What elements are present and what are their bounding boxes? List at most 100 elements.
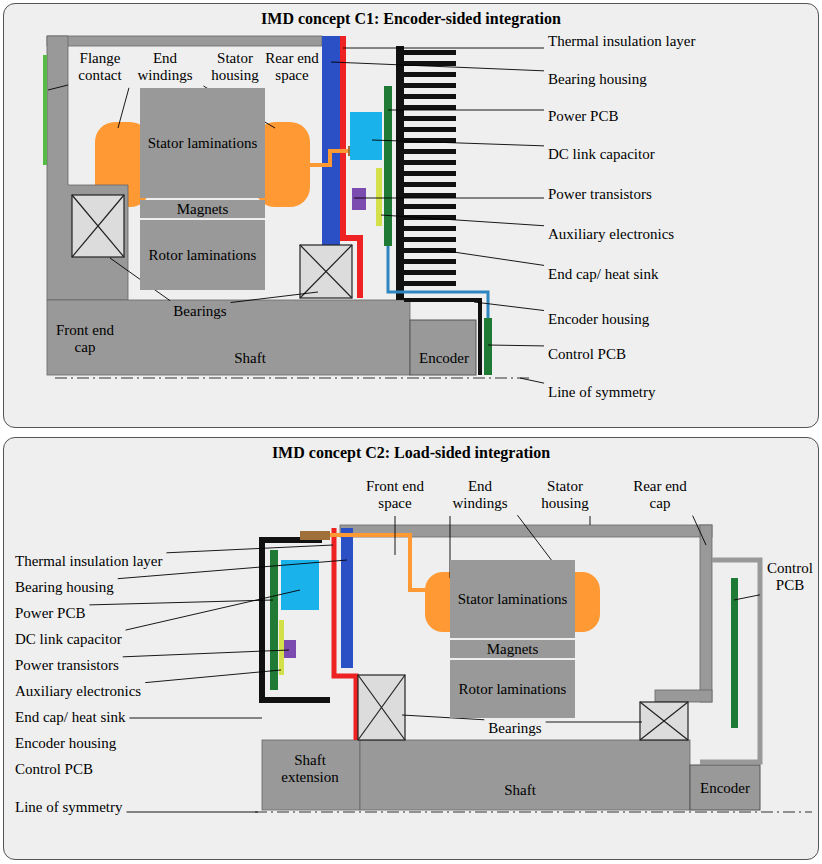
part-label: Control PCB <box>764 560 816 594</box>
part-box: Rotor laminations <box>450 660 575 718</box>
leader-line <box>145 670 281 683</box>
front-end-cap <box>47 36 128 300</box>
leader-line <box>372 140 544 146</box>
heat-sink-fin <box>404 83 456 88</box>
leader-line <box>395 516 396 555</box>
part-label: End windings <box>445 478 515 512</box>
heat-sink-fin <box>404 94 456 99</box>
part-name: Rotor laminations <box>459 681 567 698</box>
leader-line <box>546 722 642 723</box>
part-name: Stator laminations <box>148 135 258 152</box>
panel-ground <box>3 437 819 860</box>
leader-line <box>520 378 544 383</box>
bearing-symbol <box>640 702 688 740</box>
auxiliary-electronics <box>279 620 284 675</box>
leader-line <box>129 718 262 719</box>
bearing-housing <box>341 528 353 668</box>
encoder <box>690 765 760 810</box>
leader-line <box>693 516 706 545</box>
heat-sink-fin <box>404 160 456 165</box>
leader-line <box>734 595 760 600</box>
dc-link-capacitor <box>281 560 319 610</box>
bearings <box>72 195 688 740</box>
heat-sink-fin <box>404 248 456 253</box>
symmetry-line <box>255 811 812 812</box>
control-pcb <box>484 318 492 375</box>
leader-line <box>166 545 333 553</box>
heat-sink-fin <box>404 72 456 77</box>
heat-sink-fins <box>404 50 456 286</box>
bearing-box <box>72 195 124 257</box>
control-housing <box>700 560 760 762</box>
part-label: Thermal insulation layer <box>15 553 162 570</box>
part-label: Front end cap <box>50 322 120 356</box>
part-label: Encoder housing <box>15 735 116 752</box>
heat-sink-fin <box>404 237 456 242</box>
part-box: Magnets <box>140 200 265 218</box>
part-label: Front end space <box>362 478 428 512</box>
panel-title: IMD concept C1: Encoder-sided integratio… <box>4 9 818 28</box>
part-label: Bearings <box>488 720 541 737</box>
part-label: Power transistors <box>548 186 652 203</box>
heat-sink-fin <box>404 259 456 264</box>
part-name: Magnets <box>177 201 229 218</box>
part-box: Magnets <box>450 640 575 658</box>
part-label: Auxiliary electronics <box>15 683 141 700</box>
flange-contact <box>43 55 47 165</box>
part-label: Flange contact <box>72 50 128 84</box>
heat-sink-fin <box>404 270 456 275</box>
heat-sink-fin <box>404 171 456 176</box>
part-label: Bearings <box>173 303 226 320</box>
heat-sink-fin <box>404 149 456 154</box>
leader-line <box>474 302 544 311</box>
winding-wire <box>305 151 348 165</box>
part-name: Stator laminations <box>458 591 568 608</box>
bearing-cross <box>358 675 405 740</box>
part-label: Auxiliary electronics <box>548 226 674 243</box>
part-box: Stator laminations <box>140 88 265 198</box>
bearing-housing <box>322 36 340 245</box>
heat-sink-fin <box>404 116 456 121</box>
part-name: Magnets <box>487 641 539 658</box>
part-label: Encoder housing <box>548 311 649 328</box>
power-pcb <box>270 550 278 690</box>
heat-sink-fin <box>404 182 456 187</box>
panel-ground <box>3 3 819 428</box>
end-cap <box>396 46 404 300</box>
part-label: Shaft extension <box>265 752 355 786</box>
concept-c1-drawing <box>43 36 530 378</box>
part-label: Rear end cap <box>629 478 691 512</box>
bearing-box <box>640 702 688 740</box>
part-label: Encoder <box>419 350 469 367</box>
heat-sink-fin <box>404 204 456 209</box>
heat-sink-fin <box>404 281 456 286</box>
panel-title: IMD concept C2: Load-sided integration <box>4 443 818 462</box>
leader-line <box>354 198 544 199</box>
rear-end-cap <box>655 690 712 702</box>
power-transistor <box>352 188 366 210</box>
part-label: Power PCB <box>15 605 85 622</box>
part-label: End windings <box>130 50 200 84</box>
terminal <box>300 531 330 540</box>
part-label: Rear end space <box>263 50 321 84</box>
leader-line <box>231 292 318 303</box>
part-label: Stator housing <box>206 50 264 84</box>
leader-line <box>590 516 591 525</box>
bearing-cross <box>300 245 352 298</box>
part-box: Rotor laminations <box>140 220 265 290</box>
bearing-box <box>358 675 405 740</box>
shaft <box>360 740 690 810</box>
auxiliary-electronics <box>376 168 382 226</box>
part-label: Thermal insulation layer <box>548 33 695 50</box>
part-label: Power transistors <box>15 657 119 674</box>
part-label: End cap/ heat sink <box>548 266 658 283</box>
leader-line <box>440 250 544 265</box>
heat-sink-fin <box>404 127 456 132</box>
symmetry-line <box>55 377 530 378</box>
leader-line <box>388 110 544 111</box>
bearing-symbol <box>72 195 124 257</box>
encoder <box>410 320 476 375</box>
bearing-cross <box>72 195 124 257</box>
part-label: Control PCB <box>15 761 93 778</box>
